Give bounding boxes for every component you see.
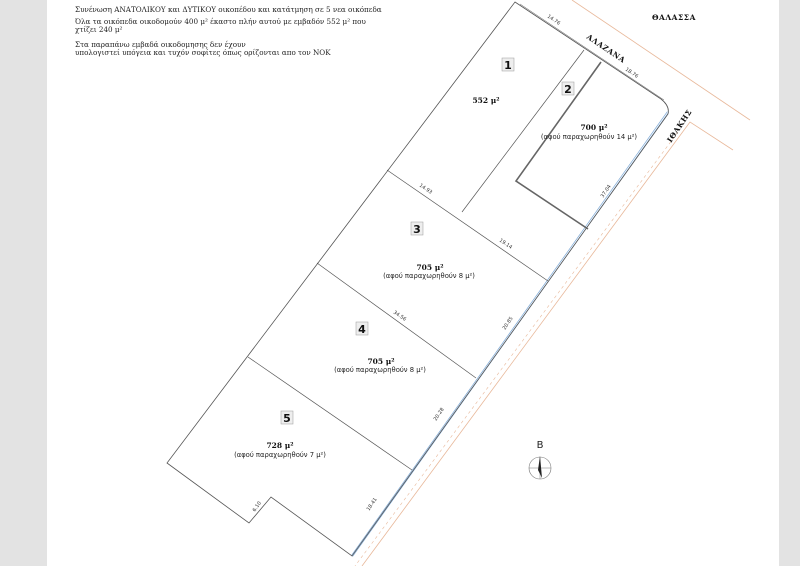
alazana-street-edge <box>571 0 751 121</box>
dim-3-2: 19.14 <box>498 238 513 251</box>
dim-notch: 6.10 <box>252 501 263 514</box>
alazana-street-label: ΑΛΑΖΑΝΑ <box>584 32 627 65</box>
ithakis-street-edge <box>361 121 734 566</box>
svg-text:1: 1 <box>504 59 512 72</box>
parcel-outline <box>166 1 669 557</box>
svg-text:4: 4 <box>358 323 366 336</box>
plot-3-note: (αφού παραχωρηθούν 8 μ²) <box>383 272 475 280</box>
note-line-3a: Στα παραπάνω εμβαδά οικοδομησης δεν έχου… <box>75 40 246 49</box>
note-line-2a: Όλα τα οικόπεδα οικοδομούν 400 μ² έκαστο… <box>75 17 366 26</box>
sea-label: ΘΑΛΑΣΣΑ <box>652 13 696 22</box>
plot-2-number: 2 <box>561 81 575 96</box>
dim-3-4: 34.56 <box>392 310 407 323</box>
svg-text:2: 2 <box>564 83 572 96</box>
divider-1-3 <box>386 169 549 282</box>
divider-4-5 <box>247 356 413 471</box>
plot-5-area: 728 μ² <box>266 441 293 450</box>
dim-north-a: 14.76 <box>546 14 561 27</box>
note-line-3b: υπολογιστεί υπόγεια και τυχόν σοφίτες όπ… <box>75 48 331 57</box>
plot-3-area: 705 μ² <box>416 263 443 272</box>
svg-text:3: 3 <box>413 223 421 236</box>
plot-5-number: 5 <box>280 410 294 425</box>
north-arrow-icon <box>528 456 552 480</box>
dim-east-4: 20.28 <box>433 407 446 422</box>
plot-1-number: 1 <box>501 57 515 72</box>
plot-5-note: (αφού παραχωρηθούν 7 μ²) <box>234 451 326 459</box>
plot-2-area: 700 μ² <box>580 123 607 132</box>
note-line-1: Συνένωση ΑΝΑΤΟΛΙΚΟΥ και ΔΥΤΙΚΟΥ οικοπέδο… <box>75 5 382 14</box>
compass-label: Β <box>537 440 544 451</box>
plot-2-note: (αφού παραχωρηθούν 14 μ²) <box>541 133 638 141</box>
plot-4-area: 705 μ² <box>367 357 394 366</box>
plot-1-area: 552 μ² <box>472 96 499 105</box>
svg-text:5: 5 <box>283 412 291 425</box>
plot-3-number: 3 <box>410 221 424 236</box>
north-dimension-line <box>519 3 665 101</box>
divider-1-2 <box>461 49 585 213</box>
dim-north-b: 18.76 <box>624 67 639 80</box>
divider-3-4 <box>316 262 477 379</box>
dim-1-3: 14.93 <box>418 183 433 196</box>
plot-4-note: (αφού παραχωρηθούν 8 μ²) <box>334 366 426 374</box>
ithakis-centerline <box>354 131 679 566</box>
plot-2-boundary <box>514 61 602 230</box>
plot-4-number: 4 <box>355 321 369 336</box>
ithakis-street-label: ΙΘΑΚΗΣ <box>665 108 694 144</box>
note-line-2b: χτίζει 240 μ² <box>75 25 123 34</box>
dim-east-5: 18.41 <box>366 497 379 512</box>
